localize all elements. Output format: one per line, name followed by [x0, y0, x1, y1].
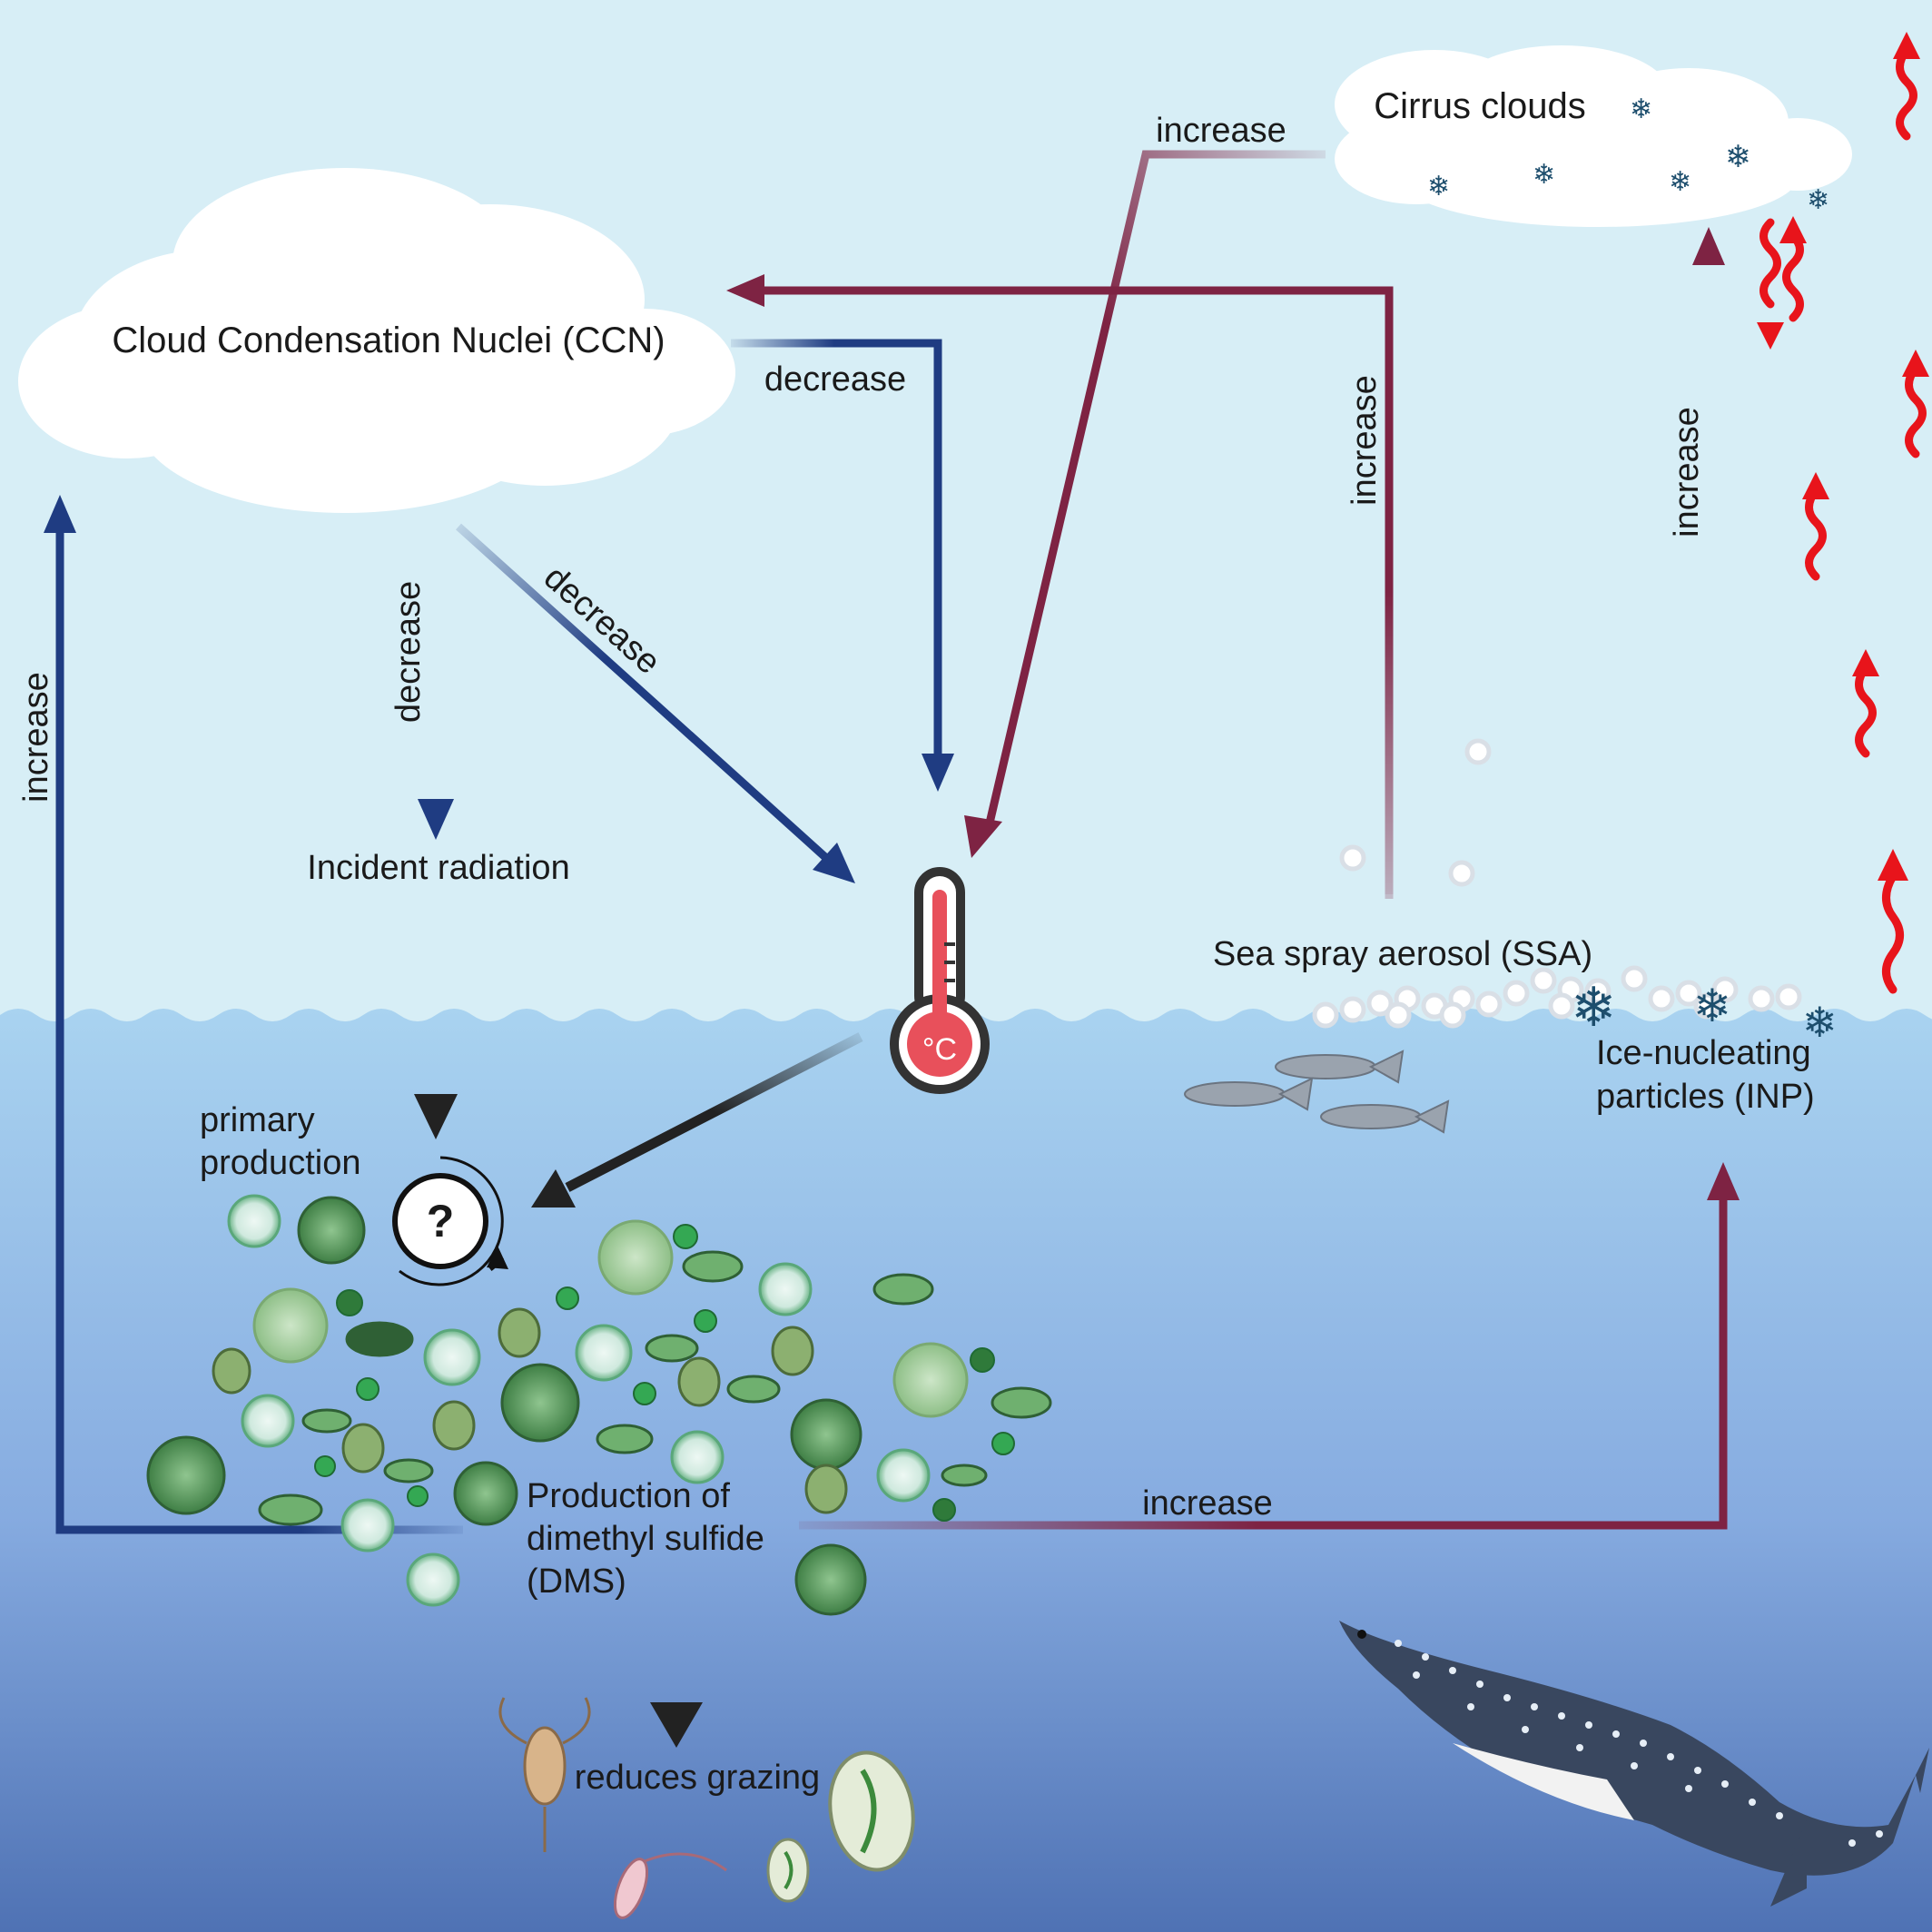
daphnia-icon	[828, 1750, 915, 1872]
diatom-icon	[227, 1194, 931, 1607]
cell-dot-icon	[314, 1224, 1015, 1522]
arrow-dms-to-ccn	[44, 495, 463, 1534]
arrow-cirrus-to-temp	[964, 150, 1326, 858]
unknown-effect-icon: ?	[392, 1156, 508, 1286]
snowflake-icon: ❄	[1693, 981, 1731, 1031]
ccn-label: Cloud Condensation Nuclei (CCN)	[112, 320, 665, 360]
coccolithophore-light-icon	[252, 1219, 969, 1418]
arrow-inp-to-cirrus	[1692, 227, 1725, 976]
snowflake-icon: ❄	[1725, 140, 1751, 174]
edge-label-ccn-to-temp-right: decrease	[764, 360, 906, 399]
edge-label-cirrus-to-temp: increase	[1156, 112, 1286, 150]
sea-spray-bubbles	[1312, 738, 1802, 1029]
snowflake-icon: ❄	[1630, 94, 1652, 124]
ssa-label: Sea spray aerosol (SSA)	[1213, 935, 1592, 973]
phytoplankton-bloom	[146, 1194, 1052, 1616]
cirrus-ice-crystals: ❄ ❄ ❄ ❄ ❄ ❄	[1427, 94, 1829, 215]
edge-label-dms-to-inp: increase	[1142, 1484, 1273, 1523]
arrow-temp-to-production	[531, 1032, 863, 1208]
snowflake-icon: ❄	[1427, 172, 1450, 202]
snowflake-icon: ❄	[1571, 977, 1616, 1038]
fish-school	[1184, 1050, 1450, 1134]
primary-production-label-line1: primary	[200, 1101, 315, 1139]
heat-wave-icon	[1878, 849, 1908, 994]
arrow-dms-to-inp	[799, 1162, 1740, 1530]
heat-wave-icon	[1902, 350, 1929, 458]
arrow-radiation-to-production	[414, 908, 458, 1139]
dms-label-line3: (DMS)	[527, 1562, 626, 1601]
snowflake-icon: ❄	[1807, 185, 1829, 215]
chain-diatom-icon	[212, 1307, 848, 1514]
daphnia-icon	[766, 1838, 810, 1903]
cirrus-cloud	[1335, 45, 1852, 227]
snowflake-icon: ❄	[1669, 167, 1691, 197]
arrow-dms-to-grazing	[650, 1598, 703, 1748]
fish-icon	[1275, 1050, 1405, 1084]
incident-radiation-label: Incident radiation	[307, 849, 569, 887]
arrow-ccn-to-temp-diag	[455, 523, 855, 883]
heat-wave-icon	[1893, 32, 1920, 141]
edge-label-inp-to-cirrus: increase	[1668, 407, 1706, 537]
edge-label-dms-to-ccn: increase	[17, 672, 55, 803]
heat-wave-icon	[1779, 216, 1807, 322]
copepod-icon	[613, 1852, 727, 1919]
fish-icon	[1184, 1077, 1314, 1111]
question-mark: ?	[427, 1196, 455, 1247]
thermometer-unit: °C	[922, 1032, 957, 1067]
arrow-ccn-to-radiation	[418, 518, 454, 840]
edge-label-ssa-to-ccn: increase	[1346, 375, 1384, 506]
heat-wave-icon	[1852, 649, 1879, 758]
copepod-icon	[498, 1697, 591, 1852]
inp-ice-crystals: ❄ ❄ ❄	[1571, 977, 1838, 1046]
cirrus-label: Cirrus clouds	[1374, 86, 1585, 126]
inp-label-line1: Ice-nucleating	[1596, 1034, 1811, 1072]
snowflake-icon: ❄	[1533, 160, 1555, 190]
reduces-grazing-label: reduces grazing	[575, 1759, 820, 1797]
arrow-ssa-to-ccn	[726, 274, 1394, 899]
heat-wave-icon	[1757, 218, 1784, 350]
coccolithophore-icon	[146, 1196, 867, 1616]
primary-production-label-line2: production	[200, 1144, 360, 1182]
fish-icon	[1320, 1099, 1450, 1134]
whale-shark-icon	[1339, 1621, 1929, 1907]
thermometer-icon: °C	[890, 867, 990, 1094]
dms-label-line2: dimethyl sulfide	[527, 1520, 764, 1558]
edge-label-ccn-to-radiation: decrease	[389, 581, 428, 723]
arrow-ccn-to-temp-right	[731, 339, 954, 792]
disc-diatom-icon	[258, 1250, 1052, 1526]
inp-label-line2: particles (INP)	[1596, 1078, 1815, 1116]
zooplankton-group	[498, 1697, 915, 1919]
snowflake-icon: ❄	[1802, 999, 1838, 1046]
heat-wave-icon	[1802, 472, 1829, 581]
ccn-cloud	[18, 168, 735, 513]
outgoing-heat-waves	[1757, 32, 1929, 994]
